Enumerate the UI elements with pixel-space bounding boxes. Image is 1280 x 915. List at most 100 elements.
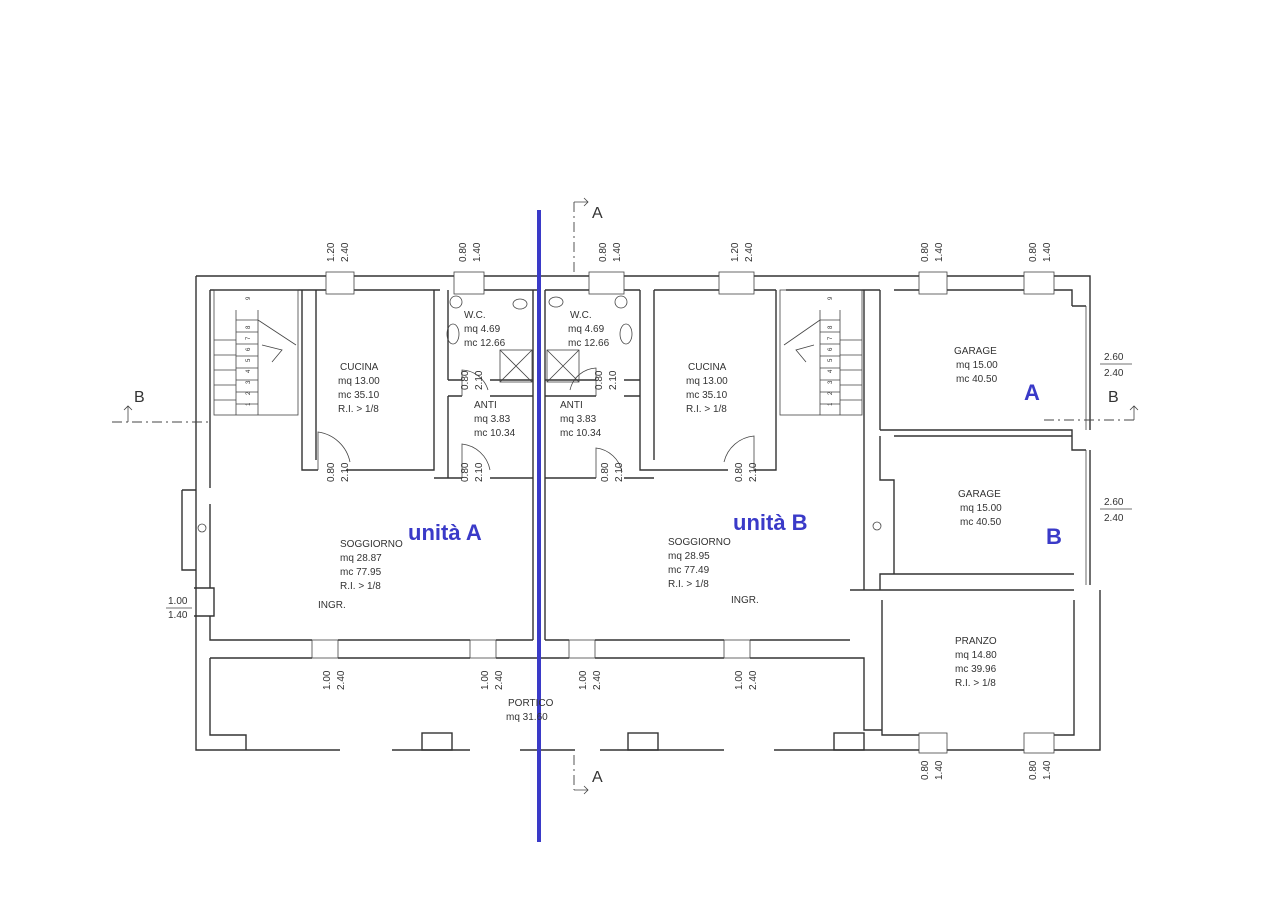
interior-walls xyxy=(181,289,1086,640)
stair-step-number: 4 xyxy=(246,369,252,373)
garage-a-mq: mq 15.00 xyxy=(956,360,998,371)
dim-bot-6-h: 1.40 xyxy=(1042,760,1053,780)
dim-bot-1-w: 1.00 xyxy=(322,670,333,690)
windows xyxy=(311,271,1087,754)
soggiorno-a-mq: mq 28.87 xyxy=(340,553,382,564)
stair-step-number: 1 xyxy=(828,402,834,406)
cucina-a-mc: mc 35.10 xyxy=(338,390,380,401)
anti-a-mc: mc 10.34 xyxy=(474,428,516,439)
dim-door-6-w: 0.80 xyxy=(734,462,745,482)
cucina-b-name: CUCINA xyxy=(688,362,727,373)
dim-door-4-w: 0.80 xyxy=(594,370,605,390)
garage-a-letter: A xyxy=(1024,380,1040,405)
stair-step-number: 9 xyxy=(828,296,834,300)
stair-step-number: 8 xyxy=(246,325,252,329)
stairs-a xyxy=(213,289,299,416)
stair-step-number: 6 xyxy=(828,347,834,351)
dim-bot-4-w: 1.00 xyxy=(734,670,745,690)
cucina-a-name: CUCINA xyxy=(340,362,379,373)
soggiorno-b-ri: R.I. > 1/8 xyxy=(668,579,709,590)
anti-b-mc: mc 10.34 xyxy=(560,428,602,439)
dim-door-5-h: 2.10 xyxy=(614,462,625,482)
dim-bot-5-h: 1.40 xyxy=(934,760,945,780)
door-swings xyxy=(317,367,755,478)
soggiorno-b-mq: mq 28.95 xyxy=(668,551,710,562)
stair-step-number: 3 xyxy=(828,380,834,384)
anti-b-mq: mq 3.83 xyxy=(560,414,597,425)
stairs-b xyxy=(779,289,863,416)
dim-bot-2-w: 1.00 xyxy=(480,670,491,690)
dim-right-2-h: 2.40 xyxy=(1104,513,1124,524)
garage-b-letter: B xyxy=(1046,524,1062,549)
dim-top-2-w: 0.80 xyxy=(458,242,469,262)
cucina-b-mq: mq 13.00 xyxy=(686,376,728,387)
stair-step-number: 5 xyxy=(246,358,252,362)
dim-right-1-h: 2.40 xyxy=(1104,368,1124,379)
portico-name: PORTICO xyxy=(508,698,554,709)
outer-walls xyxy=(195,275,1101,751)
garage-a-name: GARAGE xyxy=(954,346,997,357)
dim-bot-3-w: 1.00 xyxy=(578,670,589,690)
dim-bot-2-h: 2.40 xyxy=(494,670,505,690)
soggiorno-b-mc: mc 77.49 xyxy=(668,565,710,576)
stair-step-number: 4 xyxy=(828,369,834,373)
section-mark-a-top: A xyxy=(592,205,603,222)
dim-top-1-h: 2.40 xyxy=(340,242,351,262)
wc-a-mc: mc 12.66 xyxy=(464,338,506,349)
dim-door-3-w: 0.80 xyxy=(460,462,471,482)
dim-door-2-h: 2.10 xyxy=(474,370,485,390)
dim-door-5-w: 0.80 xyxy=(600,462,611,482)
soggiorno-a-name: SOGGIORNO xyxy=(340,539,403,550)
wc-a-name: W.C. xyxy=(464,310,486,321)
dim-bot-5-w: 0.80 xyxy=(920,760,931,780)
dim-door-1-h: 2.10 xyxy=(340,462,351,482)
soggiorno-b-ingr: INGR. xyxy=(731,595,759,606)
pranzo-ri: R.I. > 1/8 xyxy=(955,678,996,689)
dim-top-6-h: 1.40 xyxy=(1042,242,1053,262)
dim-bot-6-w: 0.80 xyxy=(1028,760,1039,780)
dim-door-2-w: 0.80 xyxy=(460,370,471,390)
wc-fixtures xyxy=(197,295,882,533)
stair-step-number: 2 xyxy=(828,391,834,395)
soggiorno-a-ingr: INGR. xyxy=(318,600,346,611)
stair-step-number: 7 xyxy=(246,336,252,340)
dim-door-4-h: 2.10 xyxy=(608,370,619,390)
dim-top-4-w: 1.20 xyxy=(730,242,741,262)
wc-b-mc: mc 12.66 xyxy=(568,338,610,349)
stair-step-number: 5 xyxy=(828,358,834,362)
dim-top-5-w: 0.80 xyxy=(920,242,931,262)
dim-bot-3-h: 2.40 xyxy=(592,670,603,690)
dim-top-2-h: 1.40 xyxy=(472,242,483,262)
cucina-a-ri: R.I. > 1/8 xyxy=(338,404,379,415)
stair-step-number: 7 xyxy=(828,336,834,340)
section-mark-b-right: B xyxy=(1108,389,1119,406)
stair-step-number: 9 xyxy=(246,296,252,300)
dim-bot-4-h: 2.40 xyxy=(748,670,759,690)
pranzo-mc: mc 39.96 xyxy=(955,664,997,675)
dim-left-h: 1.40 xyxy=(168,610,188,621)
wc-a-mq: mq 4.69 xyxy=(464,324,501,335)
dim-right-2-w: 2.60 xyxy=(1104,497,1124,508)
wc-b-name: W.C. xyxy=(570,310,592,321)
dim-door-1-w: 0.80 xyxy=(326,462,337,482)
dim-left-w: 1.00 xyxy=(168,596,188,607)
cucina-a-mq: mq 13.00 xyxy=(338,376,380,387)
cucina-b-mc: mc 35.10 xyxy=(686,390,728,401)
dim-door-6-h: 2.10 xyxy=(748,462,759,482)
stair-step-number: 2 xyxy=(246,391,252,395)
pranzo-mq: mq 14.80 xyxy=(955,650,997,661)
dim-bot-1-h: 2.40 xyxy=(336,670,347,690)
soggiorno-b-name: SOGGIORNO xyxy=(668,537,731,548)
anti-b-name: ANTI xyxy=(560,400,583,411)
wc-b-mq: mq 4.69 xyxy=(568,324,605,335)
dim-right-1-w: 2.60 xyxy=(1104,352,1124,363)
garage-a-mc: mc 40.50 xyxy=(956,374,998,385)
section-mark-b-left: B xyxy=(134,389,145,406)
stair-step-number: 6 xyxy=(246,347,252,351)
cucina-b-ri: R.I. > 1/8 xyxy=(686,404,727,415)
stair-step-number: 3 xyxy=(246,380,252,384)
unit-a-label: unità A xyxy=(408,520,482,545)
section-mark-a-bottom: A xyxy=(592,769,603,786)
